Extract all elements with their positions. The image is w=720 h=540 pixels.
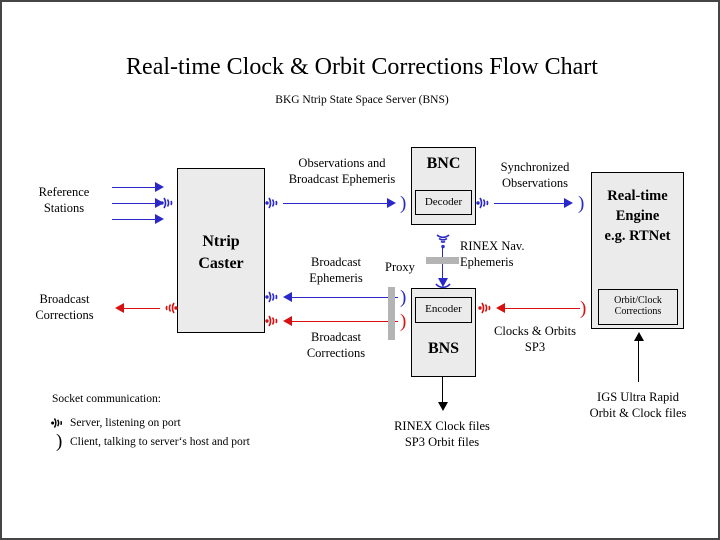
client-socket-icon: ) — [400, 193, 407, 214]
legend-title: Socket communication: — [52, 393, 161, 405]
label-igs-1: IGS Ultra Rapid — [597, 390, 679, 404]
page-subtitle: BKG Ntrip State Space Server (BNS) — [275, 94, 449, 106]
arrow-rinex-nav-head — [438, 278, 448, 287]
label-rinex-clock-files-2: SP3 Orbit files — [404, 435, 480, 449]
server-socket-icon — [51, 418, 63, 428]
node-bns-encoder[interactable]: Encoder — [415, 297, 472, 323]
legend-server-label: Server, listening on port — [70, 417, 181, 429]
arrow-observations-line — [283, 203, 389, 204]
server-socket-icon — [265, 291, 278, 303]
node-rt-engine-label-1: Real-time — [607, 188, 668, 204]
arrow-ref-3-head — [155, 214, 164, 224]
arrow-bcast-corr-left-line — [124, 308, 160, 309]
node-ntrip-caster-label-2: Caster — [198, 255, 244, 272]
arrow-rinex-files-head — [438, 402, 448, 411]
server-socket-icon — [476, 197, 489, 209]
label-broadcast-corrections-left-1: Broadcast — [39, 292, 90, 306]
orbit-clock-line-2: Corrections — [614, 306, 662, 317]
proxy-bar-horizontal — [426, 257, 459, 264]
label-igs-2: Orbit & Clock files — [589, 406, 687, 420]
label-broadcast-ephemeris-2: Ephemeris — [309, 271, 363, 285]
label-clocks-orbits-2: SP3 — [524, 340, 546, 354]
client-socket-icon: ) — [580, 298, 587, 319]
node-rt-engine-label-2: Engine — [615, 208, 660, 224]
orbit-clock-line-1: Orbit/Clock — [614, 295, 662, 307]
node-bnc-decoder[interactable]: Decoder — [415, 190, 472, 215]
client-socket-icon: ) — [400, 287, 407, 308]
arrow-ref-2-line — [112, 203, 157, 204]
node-rt-engine-orbit-clock-corrections[interactable]: Orbit/Clock Corrections — [598, 289, 678, 325]
label-rinex-nav-2: Ephemeris — [460, 255, 514, 269]
label-rinex-nav-1: RINEX Nav. — [460, 239, 525, 253]
arrow-broadcast-ephemeris-head — [283, 292, 292, 302]
node-rt-engine-label-3: e.g. RTNet — [604, 228, 671, 244]
label-clocks-orbits-1: Clocks & Orbits — [494, 324, 576, 338]
label-rinex-clock-files-1: RINEX Clock files — [394, 419, 490, 433]
arrow-bcast-corr-left-head — [115, 303, 124, 313]
arrow-ref-1-head — [155, 182, 164, 192]
arrow-rinex-files-line — [442, 377, 443, 407]
arrow-ref-1-line — [112, 187, 157, 188]
arrow-clocks-orbits-line — [504, 308, 580, 309]
arrow-broadcast-corrections-mid-head — [283, 316, 292, 326]
label-synchronized-2: Observations — [502, 176, 568, 190]
arrow-broadcast-corrections-mid-line — [291, 321, 398, 322]
arrow-rinex-nav-line — [442, 248, 443, 285]
server-socket-icon — [436, 234, 450, 249]
server-socket-icon — [265, 197, 278, 209]
label-proxy: Proxy — [385, 260, 415, 274]
arrow-igs-head — [634, 332, 644, 341]
arrow-ref-3-line — [112, 219, 157, 220]
arrow-observations-head — [387, 198, 396, 208]
legend-client-label: Client, talking to server‘s host and por… — [70, 436, 250, 448]
client-socket-icon — [435, 283, 451, 289]
arrow-broadcast-ephemeris-line — [291, 297, 398, 298]
server-socket-icon — [478, 302, 491, 314]
node-bnc-label: BNC — [426, 155, 461, 172]
label-reference-stations-2: Stations — [43, 201, 85, 215]
label-broadcast-corrections-mid-2: Corrections — [306, 346, 366, 360]
arrow-synchronized-line — [494, 203, 566, 204]
label-synchronized-1: Synchronized — [500, 160, 570, 174]
node-ntrip-caster-label-1: Ntrip — [202, 233, 240, 250]
arrow-igs-line — [638, 340, 639, 382]
proxy-bar-vertical — [388, 287, 395, 340]
client-socket-icon: ) — [56, 431, 63, 452]
server-socket-icon — [265, 315, 278, 327]
page-title: Real-time Clock & Orbit Corrections Flow… — [126, 54, 598, 80]
node-bns-label: BNS — [427, 340, 460, 357]
server-socket-icon — [165, 302, 178, 314]
label-observations-1: Observations and — [298, 156, 386, 170]
label-broadcast-corrections-mid-1: Broadcast — [311, 330, 361, 344]
label-reference-stations-1: Reference — [38, 185, 90, 199]
label-observations-2: Broadcast Ephemeris — [288, 172, 396, 186]
server-socket-icon — [160, 197, 173, 209]
label-broadcast-ephemeris-1: Broadcast — [311, 255, 361, 269]
client-socket-icon: ) — [400, 311, 407, 332]
label-broadcast-corrections-left-2: Corrections — [35, 308, 94, 322]
arrow-ref-2-head — [155, 198, 164, 208]
node-ntrip-caster[interactable] — [177, 168, 265, 333]
arrow-clocks-orbits-head — [496, 303, 505, 313]
arrow-synchronized-head — [564, 198, 573, 208]
client-socket-icon: ) — [578, 193, 585, 214]
